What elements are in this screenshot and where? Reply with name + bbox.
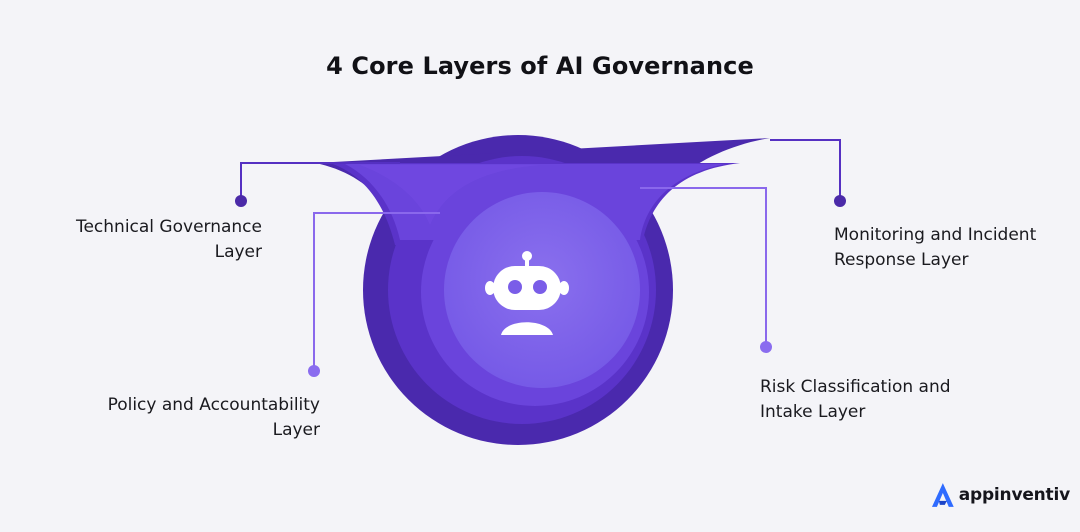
label-risk-classification-layer: Risk Classification and Intake Layer: [760, 375, 1000, 425]
label-monitoring-incident-layer: Monitoring and Incident Response Layer: [834, 223, 1064, 273]
label-risk-line2: Intake Layer: [760, 402, 866, 422]
robot-icon: [485, 251, 569, 335]
appinventiv-logo: appinventiv: [930, 478, 1070, 512]
label-technical-governance-layer: Technical Governance Layer: [40, 215, 262, 265]
connector-monitoring: [770, 139, 846, 207]
label-technical-line2: Layer: [214, 242, 262, 262]
label-policy-line2: Layer: [272, 420, 320, 440]
label-technical-line1: Technical Governance: [75, 217, 262, 237]
label-policy-accountability-layer: Policy and Accountability Layer: [60, 393, 320, 443]
connector-technical: [235, 162, 400, 207]
label-monitoring-line1: Monitoring and Incident: [834, 225, 1037, 245]
appinventiv-logo-icon: [931, 483, 954, 507]
dot-technical: [235, 195, 247, 207]
dot-risk: [760, 341, 772, 353]
connector-policy: [308, 212, 440, 377]
label-policy-line1: Policy and Accountability: [107, 395, 320, 415]
connector-risk: [640, 187, 772, 353]
dot-policy: [308, 365, 320, 377]
page-title: 4 Core Layers of AI Governance: [326, 52, 754, 80]
dot-monitoring: [834, 195, 846, 207]
label-risk-line1: Risk Classification and: [760, 377, 951, 397]
logo-text: appinventiv: [958, 485, 1070, 505]
label-monitoring-line2: Response Layer: [834, 250, 969, 270]
